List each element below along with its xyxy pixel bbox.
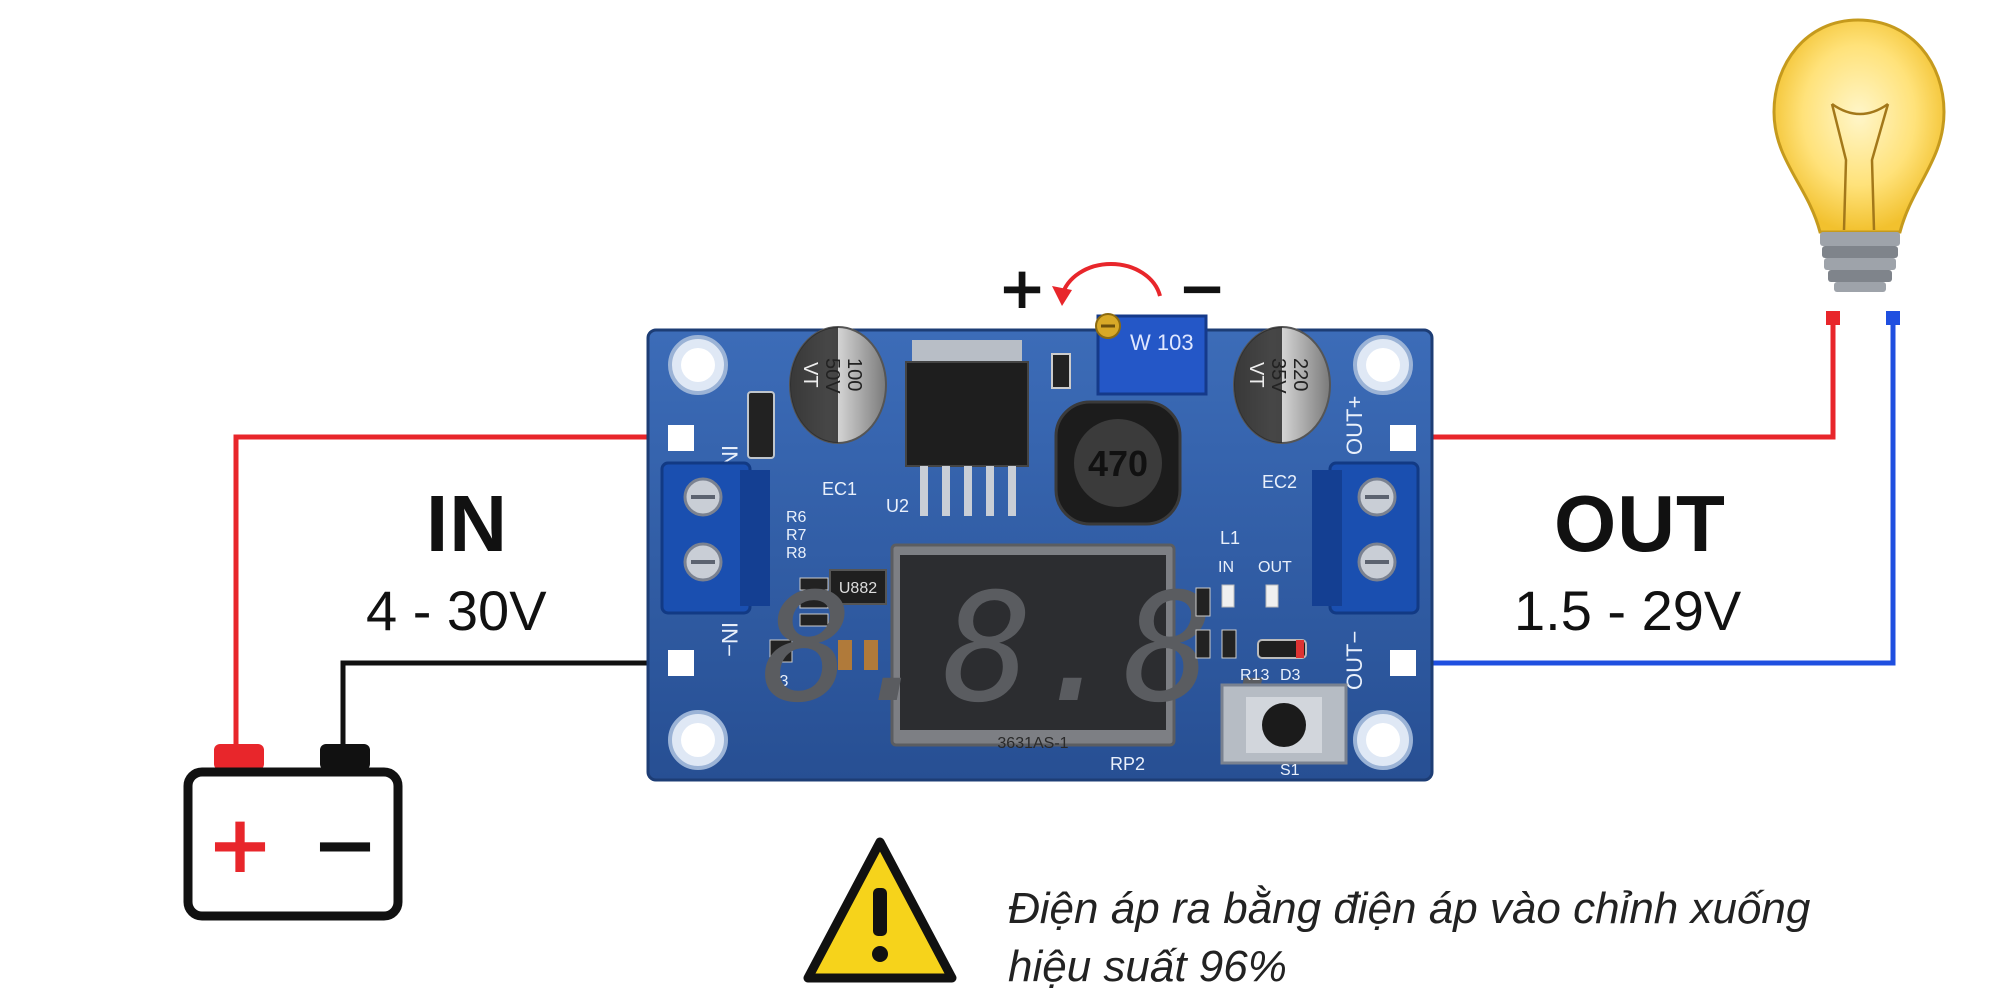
smd-cap-c3 (838, 640, 852, 670)
input-positive-wire (233, 434, 680, 752)
pot-label: W 103 (1130, 330, 1194, 355)
mounting-holes (668, 335, 1413, 770)
adjust-minus: − (1178, 254, 1227, 322)
input-negative-wire (340, 660, 680, 752)
input-terminal-block (660, 461, 770, 615)
silk-l1: L1 (1220, 528, 1240, 548)
cap1-line1: 100 (843, 358, 865, 391)
silk-out-neg: OUT− (1342, 631, 1367, 690)
display-label: 3631AS-1 (997, 735, 1068, 752)
trimmer-potentiometer: W 103 (1095, 313, 1208, 396)
adjust-plus: + (998, 254, 1047, 322)
silk-in-neg: IN− (717, 622, 742, 657)
wire-group (233, 311, 1900, 752)
silk-r7: R7 (786, 527, 807, 544)
battery-minus: − (311, 798, 378, 891)
cap1-line3: VT (799, 362, 821, 388)
led-out (1265, 584, 1279, 608)
silk-out-pos: OUT+ (1342, 396, 1367, 455)
inductor-value: 470 (1088, 443, 1148, 484)
silk-r13: R13 (1240, 667, 1269, 684)
battery-plus: + (206, 798, 273, 891)
buck-converter-board: IN+ IN− OUT+ OUT− 100 50V (646, 313, 1434, 782)
warning-text-line2: hiệu suất 96% (1008, 942, 1287, 991)
battery-body (183, 767, 403, 921)
transistor-u3 (769, 639, 793, 663)
battery-negative-terminal (320, 744, 370, 770)
rotate-arrow-icon (1060, 261, 1162, 297)
bulb-negative-terminal (1886, 311, 1900, 325)
battery-positive-terminal (214, 744, 264, 770)
battery-icon: + − (183, 744, 403, 921)
silk-r6: R6 (786, 509, 807, 526)
silk-u3: U3 (768, 673, 789, 690)
diode-d3-band (1296, 640, 1304, 658)
silk-led-in: IN (1218, 559, 1234, 576)
cap2-line2: 35V (1267, 358, 1289, 394)
bulb-filament (1830, 102, 1890, 231)
warning-icon (803, 837, 957, 983)
smd-cluster (1195, 587, 1211, 617)
pad-in-negative (668, 650, 694, 676)
bulb-base-4 (1828, 270, 1892, 282)
bulb-glass (1772, 18, 1946, 234)
inductor-l1: 470 (1054, 400, 1182, 526)
silk-rp2: RP2 (1110, 754, 1145, 774)
pad-out-positive (1390, 425, 1416, 451)
diode-d1 (747, 391, 775, 459)
cap2-line1: 220 (1289, 358, 1311, 391)
display-digits: 8.8.8. (762, 562, 1304, 736)
warning-exclamation-bar (873, 888, 887, 936)
capacitor-ec1: 100 50V VT (789, 326, 887, 444)
bulb-base-1 (1820, 232, 1900, 246)
output-negative-wire (1408, 318, 1896, 666)
seven-segment-display: 8.8.8. 3631AS-1 (762, 543, 1304, 752)
bulb-base-2 (1822, 246, 1898, 258)
output-terminal-block (1312, 461, 1420, 615)
smd-cap-c4 (864, 640, 878, 670)
tactile-switch-s1 (1220, 683, 1348, 765)
smd-resistor-top (1051, 353, 1071, 389)
input-voltage-range: 4 - 30V (366, 579, 547, 642)
warning-exclamation-dot (872, 946, 888, 962)
smd-cluster-3 (1221, 629, 1237, 659)
silk-ec2: EC2 (1262, 472, 1297, 492)
silk-r8: R8 (786, 545, 807, 562)
cap2-line3: VT (1245, 362, 1267, 388)
output-title: OUT (1554, 479, 1726, 568)
pad-in-positive (668, 425, 694, 451)
smd-cluster-2 (1195, 629, 1211, 659)
silk-ec1: EC1 (822, 479, 857, 499)
diode-d3 (1257, 639, 1307, 659)
output-positive-wire (1408, 318, 1836, 440)
bulb-base-5 (1834, 282, 1886, 292)
silk-s1: S1 (1280, 762, 1300, 779)
chip-label: U882 (839, 580, 877, 597)
capacitor-ec2: 220 35V VT (1233, 326, 1331, 444)
cap1-line2: 50V (821, 358, 843, 394)
led-in (1221, 584, 1235, 608)
adjust-indicator: + − (998, 254, 1227, 322)
chip-u882: U882 (829, 569, 887, 605)
regulator-u2 (905, 340, 1029, 516)
silk-u2: U2 (886, 496, 909, 516)
output-voltage-range: 1.5 - 29V (1514, 579, 1742, 642)
warning-text-line1: Điện áp ra bằng điện áp vào chỉnh xuống (1008, 884, 1811, 933)
silk-led-out: OUT (1258, 559, 1292, 576)
rotate-arrow-head (1052, 286, 1072, 306)
input-title: IN (426, 479, 508, 568)
bulb-base-3 (1824, 258, 1896, 270)
silk-d3: D3 (1280, 667, 1301, 684)
resistor-column (799, 577, 829, 627)
light-bulb-icon (1772, 18, 1946, 292)
bulb-positive-terminal (1826, 311, 1840, 325)
pad-out-negative (1390, 650, 1416, 676)
